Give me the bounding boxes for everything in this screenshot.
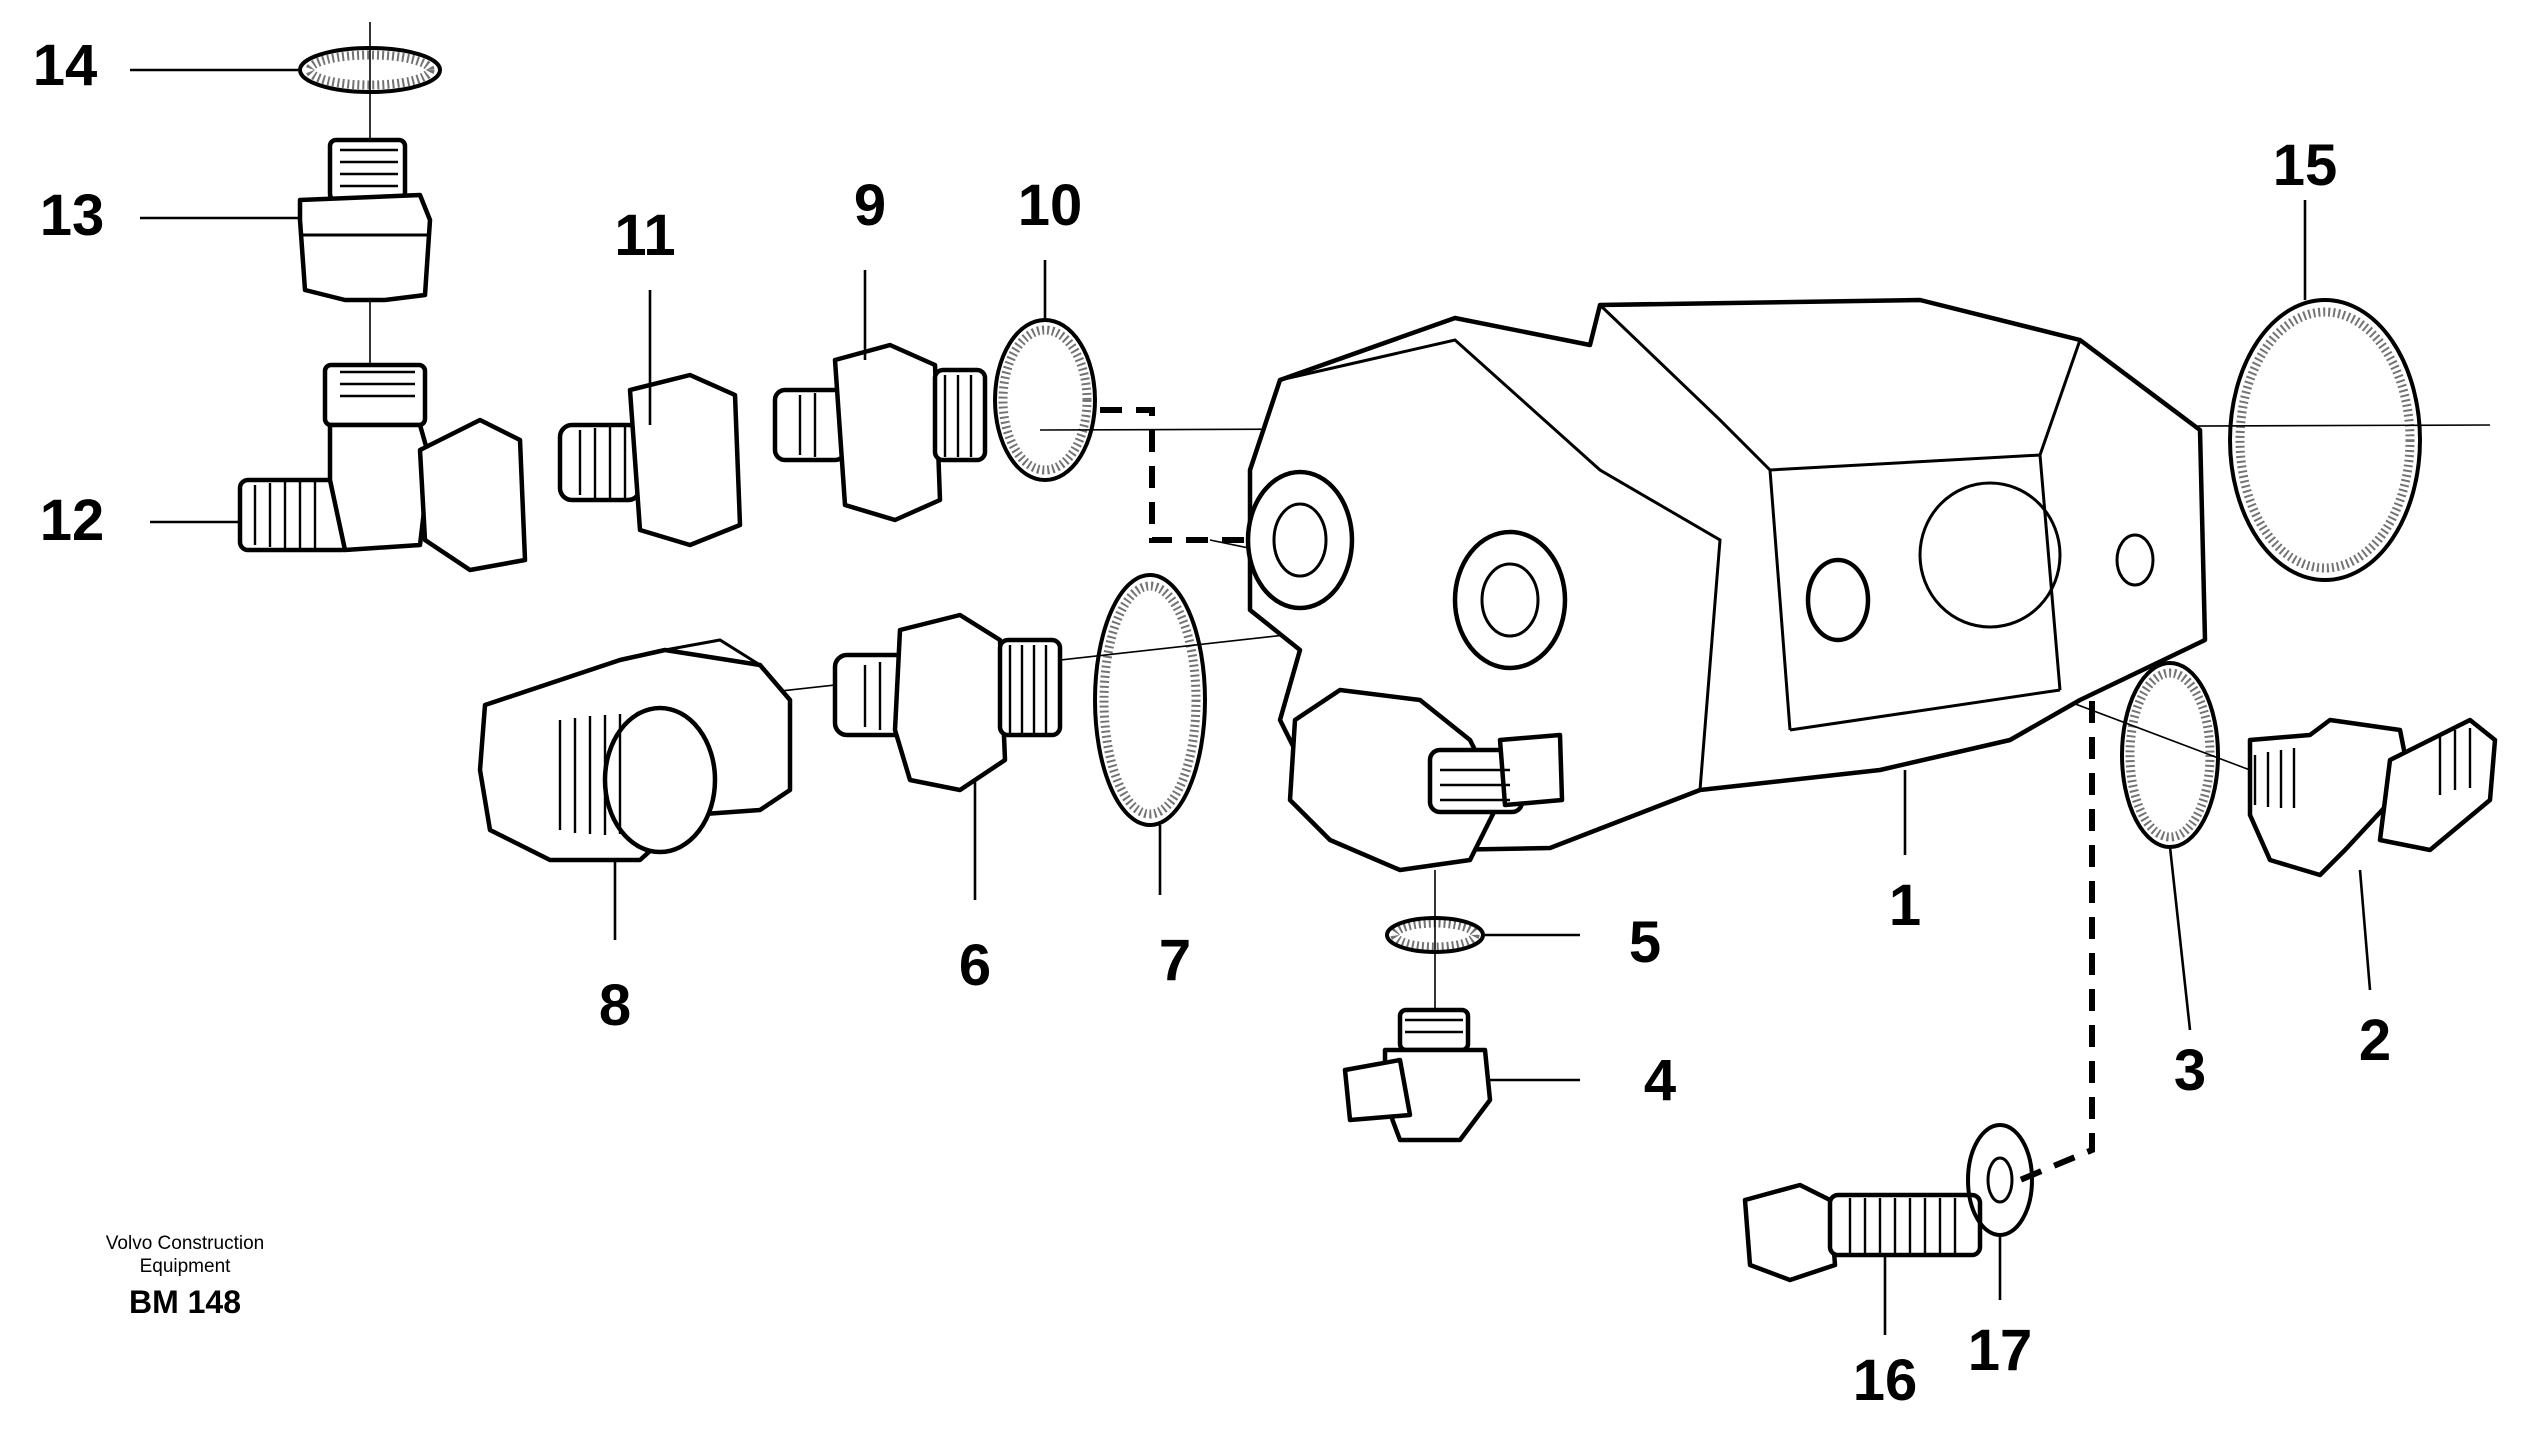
callout-8: 8 xyxy=(599,973,631,1038)
elbow-fitting-part-4 xyxy=(1342,1007,1493,1143)
callout-10: 10 xyxy=(1018,173,1083,238)
callout-14: 14 xyxy=(33,33,98,98)
callout-9: 9 xyxy=(854,173,886,238)
callout-15: 15 xyxy=(2273,133,2338,198)
tee-fitting-part-12 xyxy=(237,362,528,573)
callout-12: 12 xyxy=(40,488,105,553)
drawing-footer: Volvo Construction Equipment BM 148 xyxy=(40,1232,330,1322)
callout-11: 11 xyxy=(614,203,675,268)
brand-line-1: Volvo Construction xyxy=(105,1233,265,1254)
callout-17: 17 xyxy=(1968,1318,2033,1383)
callout-6: 6 xyxy=(959,933,991,998)
o-ring-part-7 xyxy=(1093,573,1207,827)
washer-part-14 xyxy=(298,46,442,94)
bolt-part-16 xyxy=(1742,1182,1983,1283)
callout-16: 16 xyxy=(1853,1348,1918,1413)
callout-1: 1 xyxy=(1889,873,1921,938)
elbow-fitting-part-8 xyxy=(477,638,793,863)
callout-4: 4 xyxy=(1644,1048,1676,1113)
callout-13: 13 xyxy=(40,183,105,248)
callout-5: 5 xyxy=(1629,910,1661,975)
o-ring-part-15 xyxy=(2228,298,2422,582)
o-ring-part-3 xyxy=(2120,661,2220,849)
callout-7: 7 xyxy=(1159,928,1191,993)
o-ring-part-10 xyxy=(993,318,1097,482)
union-fitting-part-11 xyxy=(557,372,743,548)
washer-part-5 xyxy=(1385,916,1485,954)
connector-part-13 xyxy=(297,137,433,303)
callout-labels: 1 2 3 4 5 6 7 8 9 10 11 12 13 14 15 16 1… xyxy=(33,33,2391,1413)
adapter-fitting-part-9 xyxy=(772,342,988,523)
brand-line-2: Equipment xyxy=(139,1256,231,1277)
callout-2: 2 xyxy=(2359,1008,2391,1073)
elbow-fitting-part-2 xyxy=(2247,717,2498,878)
pump-body-part-1 xyxy=(1245,297,2208,873)
drawing-code: BM 148 xyxy=(128,1284,242,1320)
leader-lines xyxy=(130,68,2372,1335)
callout-3: 3 xyxy=(2174,1038,2206,1103)
nipple-fitting-part-6 xyxy=(832,612,1063,793)
